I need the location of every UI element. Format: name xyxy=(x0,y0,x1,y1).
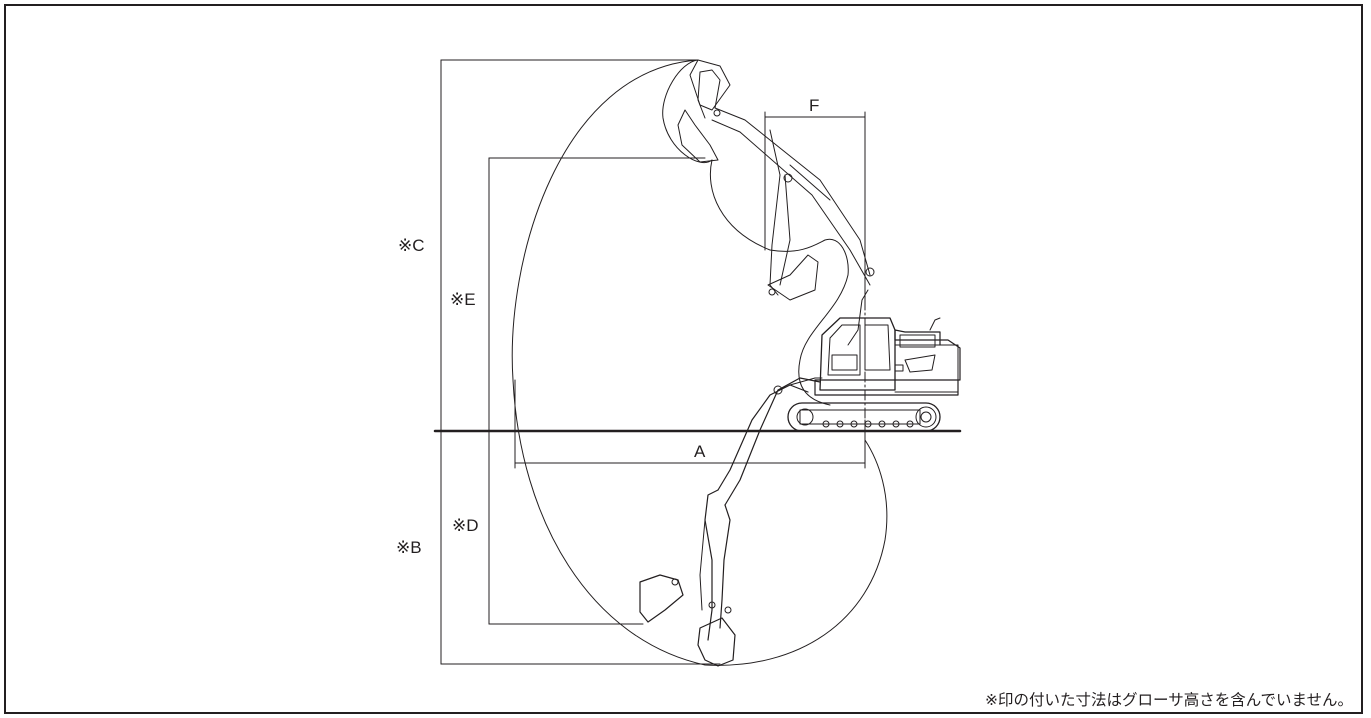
bucket-d-position xyxy=(639,574,684,623)
upper-arm xyxy=(697,69,721,119)
diagram-frame xyxy=(4,4,1363,714)
lower-arm xyxy=(704,489,731,641)
footnote: ※印の付いた寸法はグローサ高さを含んでいません。 xyxy=(985,691,1353,709)
upper-bucket xyxy=(689,59,731,111)
label-c: ※C xyxy=(398,236,425,255)
lower-bucket xyxy=(697,617,736,667)
track-rollers xyxy=(822,420,914,428)
mid-arm xyxy=(769,129,791,296)
upper-bucket-curled xyxy=(677,109,719,163)
label-d: ※D xyxy=(452,516,479,535)
label-a: A xyxy=(694,442,706,461)
upper-structure xyxy=(814,329,961,396)
mid-bucket xyxy=(767,254,819,301)
cab xyxy=(819,317,896,391)
lower-boom xyxy=(717,377,821,506)
working-range-envelope xyxy=(511,59,888,666)
track-frame xyxy=(787,402,941,432)
label-f: F xyxy=(809,96,819,115)
label-b: ※B xyxy=(396,538,422,557)
upper-boom xyxy=(711,107,871,286)
label-e: ※E xyxy=(450,290,476,309)
inner-envelope xyxy=(709,159,849,406)
